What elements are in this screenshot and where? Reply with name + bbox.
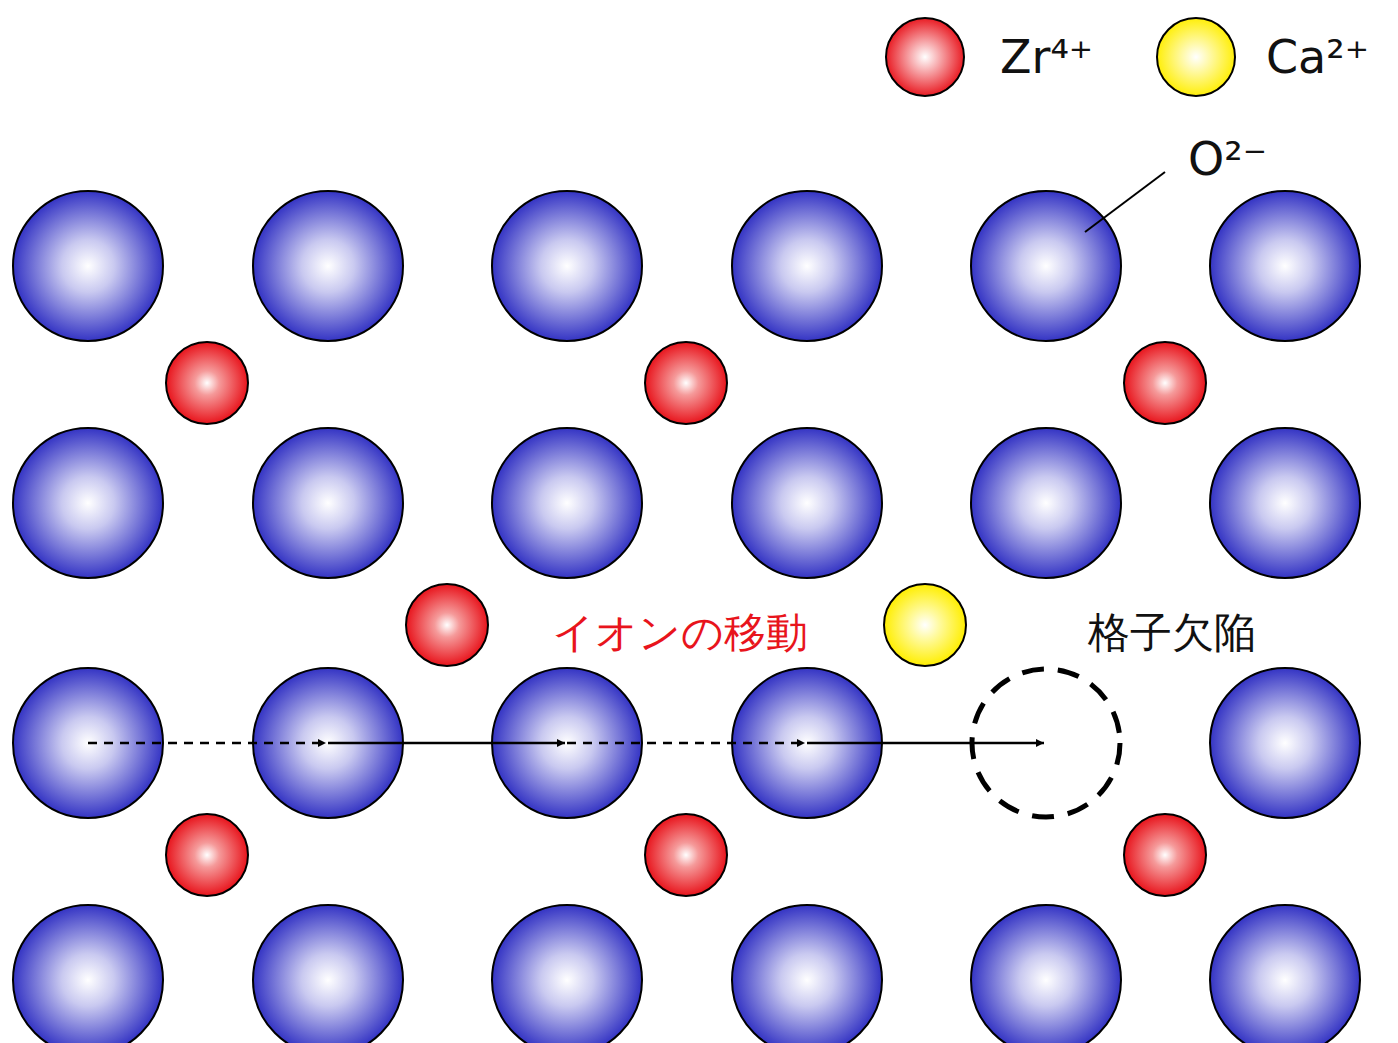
oxide-ion <box>732 191 882 341</box>
zirconium-ion <box>166 814 248 896</box>
oxide-ion <box>492 428 642 578</box>
oxide-ion <box>1210 428 1360 578</box>
vacancy-label: 格子欠陥 <box>1088 612 1256 654</box>
migration-arrows <box>88 742 1044 745</box>
zirconium-ion <box>406 584 488 666</box>
legend-text: Zr⁴⁺ <box>1000 34 1093 80</box>
zirconium-ion <box>1124 814 1206 896</box>
legend-swatch <box>1156 17 1236 97</box>
oxide-ion <box>732 428 882 578</box>
oxide-ion <box>13 905 163 1043</box>
zirconium-ion <box>645 814 727 896</box>
legend-swatch <box>885 17 965 97</box>
oxide-ion <box>253 905 403 1043</box>
oxide-ion <box>13 191 163 341</box>
oxide-ion <box>492 191 642 341</box>
oxide-ion <box>1210 905 1360 1043</box>
zirconium-ion <box>166 342 248 424</box>
oxide-ion <box>253 428 403 578</box>
zirconium-ion <box>1124 342 1206 424</box>
oxide-ion <box>13 428 163 578</box>
oxide-ion <box>253 191 403 341</box>
oxide-ion <box>492 905 642 1043</box>
calcium-ion <box>884 584 966 666</box>
oxide-ion <box>971 905 1121 1043</box>
ion-label: O²⁻ <box>1188 136 1267 182</box>
zirconium-ion <box>645 342 727 424</box>
legend-text: Ca²⁺ <box>1266 34 1369 80</box>
oxide-ion <box>971 428 1121 578</box>
leader-line <box>1085 172 1165 232</box>
oxide-ion <box>1210 668 1360 818</box>
oxide-ion <box>732 905 882 1043</box>
migration-label: イオンの移動 <box>552 612 808 654</box>
oxide-ion <box>971 191 1121 341</box>
oxide-ion <box>1210 191 1360 341</box>
